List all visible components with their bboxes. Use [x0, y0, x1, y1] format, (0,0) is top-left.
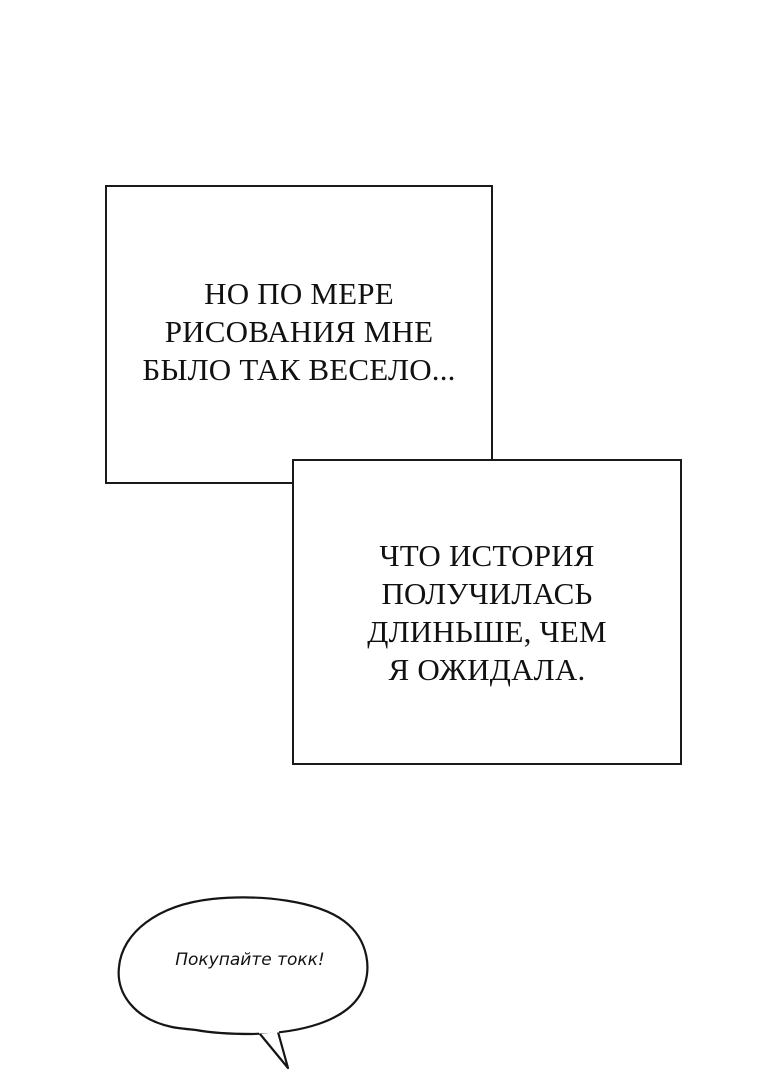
caption-line: Я ОЖИДАЛА.: [388, 652, 586, 687]
speech-bubble-outline: [117, 896, 369, 1070]
caption-text-2: ЧТО ИСТОРИЯ ПОЛУЧИЛАСЬ ДЛИНЬШЕ, ЧЕМ Я ОЖ…: [367, 537, 607, 689]
caption-line: РИСОВАНИЯ МНЕ: [164, 313, 434, 349]
caption-text-1: НО ПО МЕРЕ РИСОВАНИЯ МНЕ БЫЛО ТАК ВЕСЕЛО…: [142, 275, 455, 389]
caption-line: БЫЛО ТАК ВЕСЕЛО...: [142, 351, 456, 387]
caption-line: ЧТО ИСТОРИЯ: [379, 538, 595, 573]
speech-bubble: Покупайте токк!: [112, 893, 374, 1073]
caption-line: НО ПО МЕРЕ: [204, 275, 394, 311]
caption-box-2: ЧТО ИСТОРИЯ ПОЛУЧИЛАСЬ ДЛИНЬШЕ, ЧЕМ Я ОЖ…: [292, 459, 682, 765]
caption-line: ДЛИНЬШЕ, ЧЕМ: [367, 614, 607, 649]
caption-box-1: НО ПО МЕРЕ РИСОВАНИЯ МНЕ БЫЛО ТАК ВЕСЕЛО…: [105, 185, 493, 484]
speech-bubble-text: Покупайте токк!: [175, 950, 325, 970]
caption-line: ПОЛУЧИЛАСЬ: [381, 576, 593, 611]
